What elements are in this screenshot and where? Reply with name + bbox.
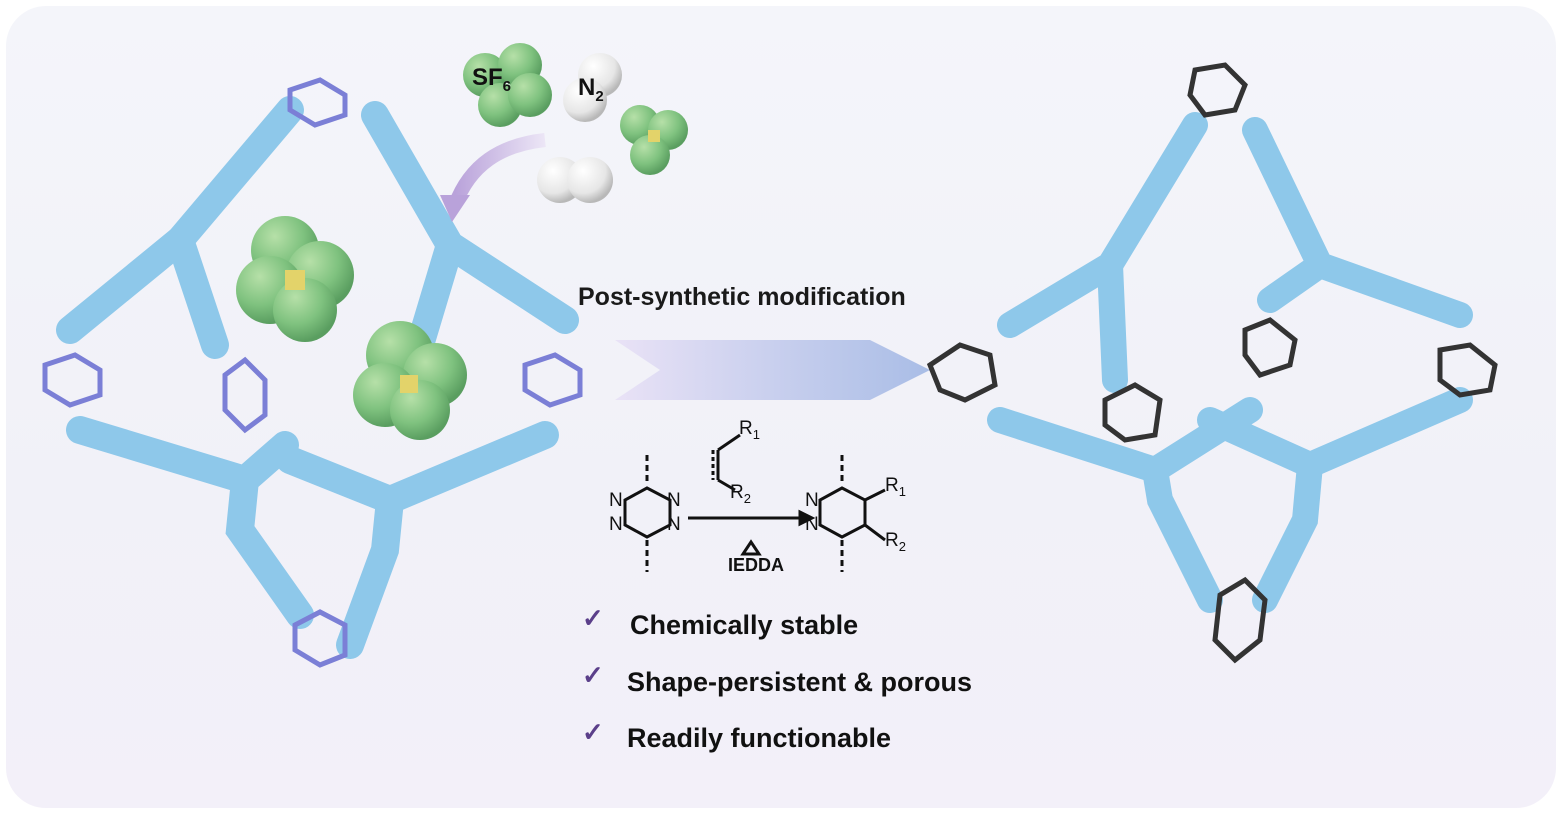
left-linkers xyxy=(42,77,583,668)
product-r1: R1 xyxy=(885,475,906,499)
tetrazine-n: N xyxy=(667,514,681,535)
strut xyxy=(166,226,229,359)
fused-ring xyxy=(1242,317,1298,378)
fused-ring xyxy=(1212,576,1268,664)
pyridazine-ring xyxy=(42,352,103,408)
feature-readily-functionable: Readily functionable xyxy=(627,723,892,753)
dienophile-r1: R1 xyxy=(739,418,760,442)
tetrazine-n: N xyxy=(609,514,623,535)
strut xyxy=(1257,252,1333,313)
tetrazine-n: N xyxy=(609,490,623,511)
check-icon: ✓ xyxy=(582,603,604,633)
fused-ring xyxy=(1437,342,1498,398)
pyridazine-ring xyxy=(292,609,348,668)
strut xyxy=(406,231,464,359)
uptake-arrow xyxy=(448,133,546,208)
tetrazine-ring xyxy=(623,486,672,539)
n2-molecule xyxy=(537,157,613,203)
sf6-molecule xyxy=(463,43,552,127)
fused-ring xyxy=(1102,382,1163,443)
fused-ring xyxy=(926,342,998,403)
strut xyxy=(1097,252,1128,393)
n2-label: N2 xyxy=(578,74,604,105)
sf6-molecule xyxy=(620,105,688,175)
tetrazine-n: N xyxy=(667,490,681,511)
check-icon: ✓ xyxy=(582,717,604,747)
pyridazine-ring xyxy=(222,356,268,434)
feature-shape-persistent: Shape-persistent & porous xyxy=(627,667,973,697)
pyridazine-ring xyxy=(522,352,583,408)
left-cage xyxy=(56,96,579,659)
strut xyxy=(276,421,559,516)
sf6-guest xyxy=(236,216,354,342)
strut xyxy=(1252,452,1323,613)
strut xyxy=(225,466,314,629)
modification-title: Post-synthetic modification xyxy=(578,283,906,311)
fused-ring xyxy=(1187,62,1248,118)
reaction-scheme xyxy=(623,433,886,572)
dienophile-r2: R2 xyxy=(730,482,751,506)
pyridazine-product xyxy=(818,486,867,539)
uptake-arrowhead xyxy=(440,195,470,222)
feature-chemically-stable: Chemically stable xyxy=(630,610,859,640)
product-n: N xyxy=(805,490,819,511)
check-icon: ✓ xyxy=(582,660,604,690)
right-cage xyxy=(987,112,1473,613)
right-linkers xyxy=(926,62,1498,664)
strut xyxy=(1142,457,1223,613)
product-n: N xyxy=(805,514,819,535)
heat-symbol xyxy=(740,539,762,556)
strut xyxy=(336,486,404,659)
sf6-guest xyxy=(353,321,467,440)
iedda-label: IEDDA xyxy=(728,555,785,575)
pyridazine-ring xyxy=(287,77,348,128)
product-r2: R2 xyxy=(885,530,906,554)
modification-arrow xyxy=(615,340,930,400)
sf6-label: SF6 xyxy=(472,64,512,95)
n2-molecule xyxy=(563,53,622,122)
